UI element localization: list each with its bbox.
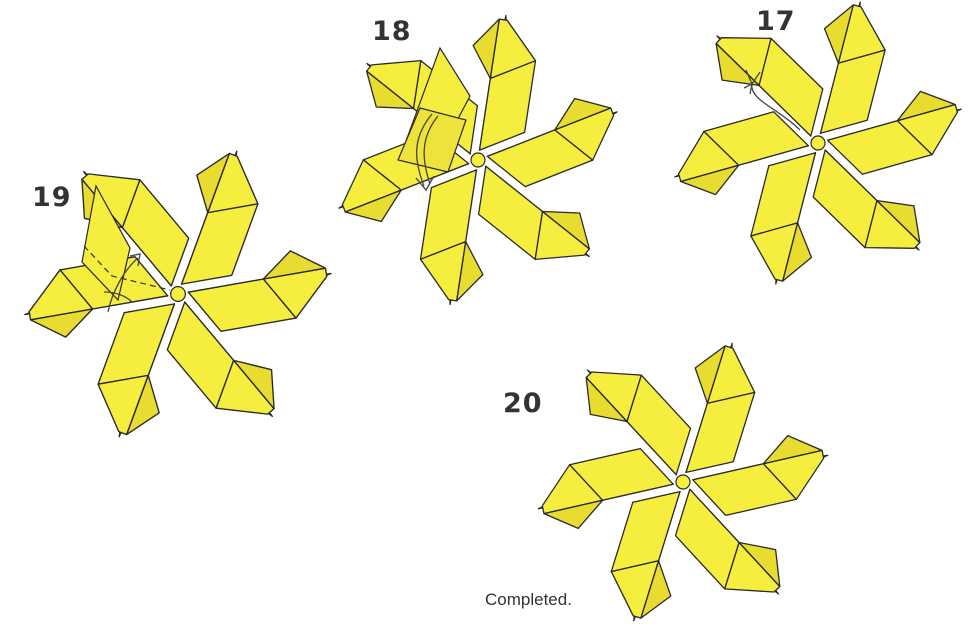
star-center-hub [811, 136, 825, 150]
arm-inner-panel [182, 204, 258, 284]
arm-inner-panel [751, 153, 816, 236]
step-number-18: 18 [372, 16, 412, 47]
arm-inner-panel [611, 492, 680, 572]
arm-inner-panel [98, 304, 174, 384]
step-17-star [675, 2, 961, 284]
arm-inner-panel [686, 392, 755, 472]
step-number-17: 17 [756, 6, 796, 37]
step-20-star [538, 343, 827, 620]
step-number-19: 19 [32, 182, 72, 213]
step-18-star [339, 16, 617, 305]
star-center-hub [171, 287, 186, 302]
completed-caption: Completed. [485, 590, 572, 610]
star-center-hub [676, 475, 690, 489]
arm-inner-panel [821, 50, 886, 133]
step-number-20: 20 [503, 388, 543, 419]
star-center-hub [471, 153, 485, 167]
